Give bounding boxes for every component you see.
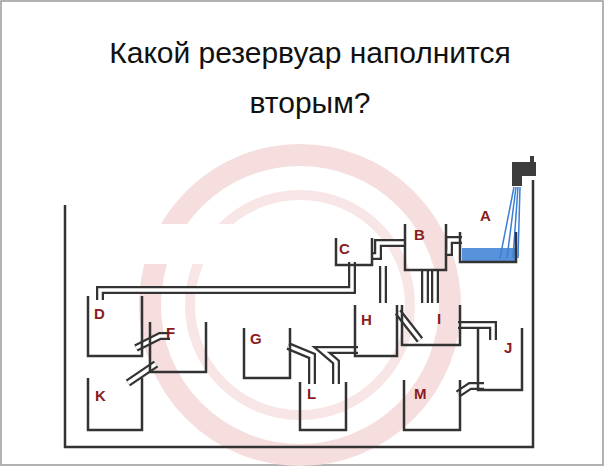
reservoir-letter: L bbox=[307, 386, 316, 402]
reservoir-letter: J bbox=[504, 340, 512, 356]
reservoir-letter: D bbox=[94, 306, 105, 322]
reservoir-letter: H bbox=[361, 312, 372, 328]
reservoir-letter: M bbox=[414, 386, 427, 402]
reservoir-letter: K bbox=[95, 388, 106, 404]
reservoir-letter: A bbox=[480, 208, 491, 224]
reservoir-letter: C bbox=[339, 241, 350, 257]
reservoir-letter: B bbox=[414, 227, 425, 243]
reservoir-letter: I bbox=[437, 311, 441, 327]
reservoir-letter: F bbox=[166, 325, 175, 341]
reservoir-letter: G bbox=[250, 331, 262, 347]
title: Какой резервуар наполнится вторым? bbox=[90, 28, 530, 128]
